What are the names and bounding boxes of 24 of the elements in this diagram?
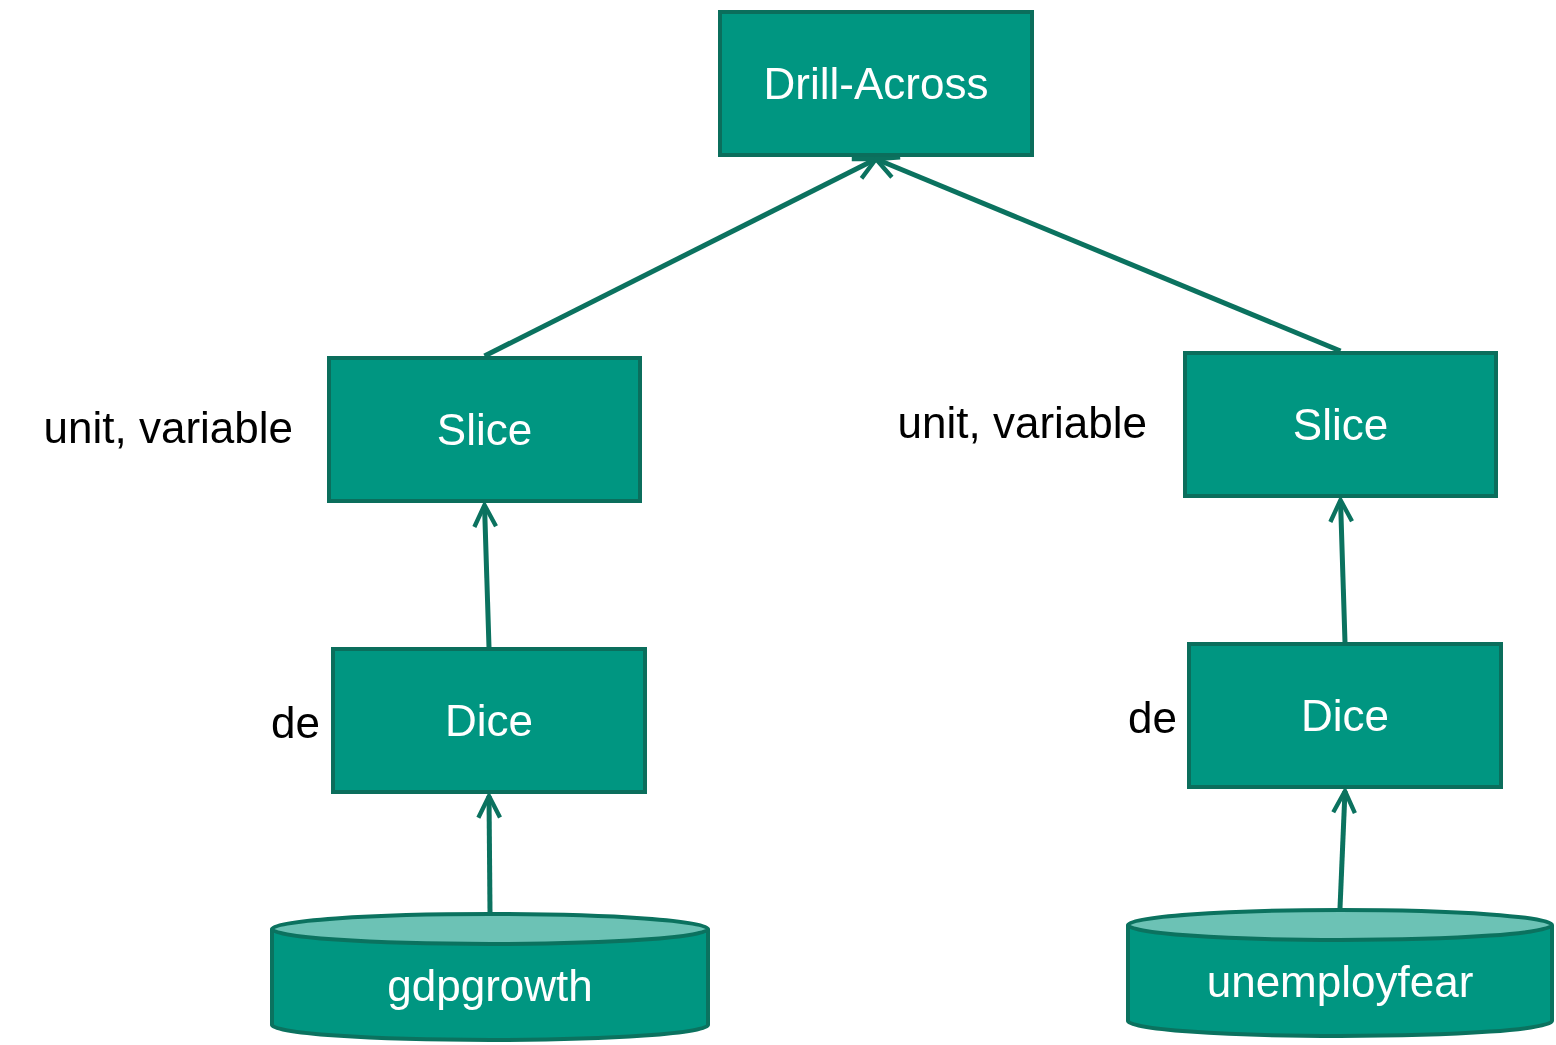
database-cylinder <box>270 912 710 1042</box>
process-box <box>1183 351 1498 498</box>
arrow <box>873 155 1342 354</box>
node-label: Dice <box>445 698 533 743</box>
arrow <box>483 156 879 359</box>
node-label: Dice <box>1301 693 1389 738</box>
annotation-text: de <box>270 701 320 745</box>
node-label: gdpgrowth <box>387 964 593 1008</box>
arrow <box>472 502 499 648</box>
annotation-text: unit, variable <box>896 401 1147 445</box>
arrow <box>1331 788 1358 909</box>
annotation-text: de <box>1127 696 1177 740</box>
arrow <box>476 793 503 913</box>
node-label: unemployfear <box>1206 960 1474 1004</box>
process-box <box>331 647 647 794</box>
process-box <box>1187 642 1503 789</box>
annotation-text: unit, variable <box>42 406 293 450</box>
node-label: Slice <box>1292 402 1389 447</box>
node-label: Drill-Across <box>763 61 989 106</box>
process-box <box>327 356 642 503</box>
database-cylinder <box>1126 908 1554 1038</box>
arrow <box>1328 497 1355 643</box>
node-label: Slice <box>436 407 533 452</box>
process-box <box>718 10 1034 157</box>
